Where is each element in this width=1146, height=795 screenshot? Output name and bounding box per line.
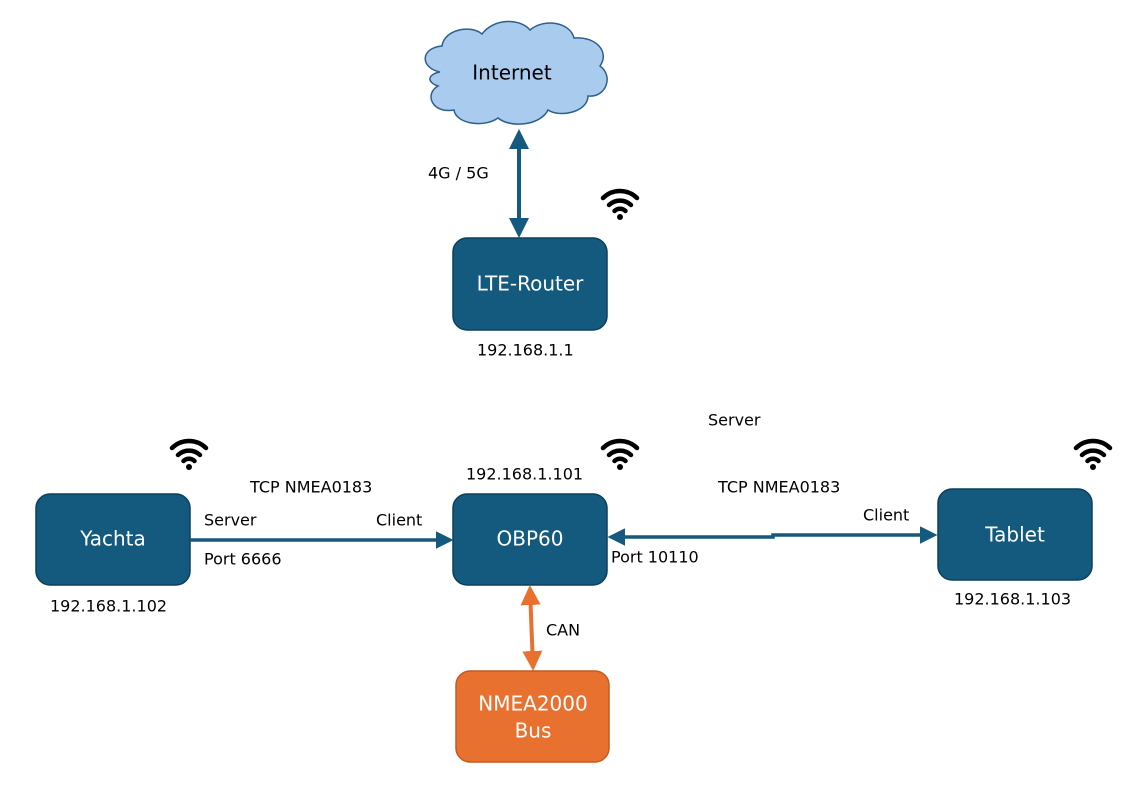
edge-line-obp60-tablet — [607, 526, 938, 546]
node-tablet: Tablet 192.168.1.103 — [937, 488, 1093, 609]
obp60-tablet-port: Port 10110 — [611, 548, 699, 567]
edge-internet-router: 4G / 5G — [428, 129, 529, 238]
wifi-icon — [172, 441, 206, 470]
edge-line-obp60-nmea2000 — [520, 585, 543, 671]
internet-cloud: Internet — [424, 20, 608, 125]
yachta-obp60-protocol: TCP NMEA0183 — [249, 478, 372, 497]
node-nmea2000-bus: NMEA2000 Bus — [455, 670, 610, 763]
wifi-icon — [1076, 441, 1110, 470]
yachta-ip: 192.168.1.102 — [50, 597, 167, 616]
obp60-label: OBP60 — [497, 527, 564, 551]
node-lte-router: LTE-Router 192.168.1.1 — [452, 237, 608, 360]
yachta-label: Yachta — [79, 527, 146, 551]
nmea2000-label-line2: Bus — [515, 719, 552, 743]
wifi-icon — [603, 441, 637, 470]
router-label: LTE-Router — [477, 272, 585, 296]
tablet-label: Tablet — [984, 523, 1045, 547]
obp60-tablet-client-role: Client — [863, 506, 909, 525]
obp60-tablet-server-role: Server — [708, 411, 761, 430]
router-box — [452, 237, 608, 331]
nmea2000-label-line1: NMEA2000 — [478, 692, 587, 716]
cloud-shape — [424, 20, 608, 125]
edge-obp60-nmea2000: CAN — [520, 585, 580, 671]
cloud-label: Internet — [472, 61, 552, 85]
edge-yachta-obp60: TCP NMEA0183 Server Client Port 6666 — [190, 478, 454, 569]
yachta-obp60-client-role: Client — [376, 511, 422, 530]
nmea2000-box — [455, 670, 610, 763]
wifi-icon — [603, 191, 637, 220]
can-label: CAN — [546, 621, 580, 640]
yachta-obp60-server-role: Server — [204, 511, 257, 530]
router-ip: 192.168.1.1 — [477, 341, 574, 360]
obp60-tablet-protocol: TCP NMEA0183 — [717, 478, 840, 497]
yachta-obp60-port: Port 6666 — [204, 550, 282, 569]
tablet-box — [937, 488, 1093, 581]
edge-obp60-tablet: Server TCP NMEA0183 Client Port 10110 — [607, 411, 938, 567]
tablet-ip: 192.168.1.103 — [954, 590, 1071, 609]
obp60-ip: 192.168.1.101 — [466, 465, 583, 484]
node-yachta: Yachta 192.168.1.102 — [35, 493, 191, 616]
edge-label-4g5g: 4G / 5G — [428, 164, 489, 183]
node-obp60: OBP60 192.168.1.101 — [452, 465, 608, 586]
